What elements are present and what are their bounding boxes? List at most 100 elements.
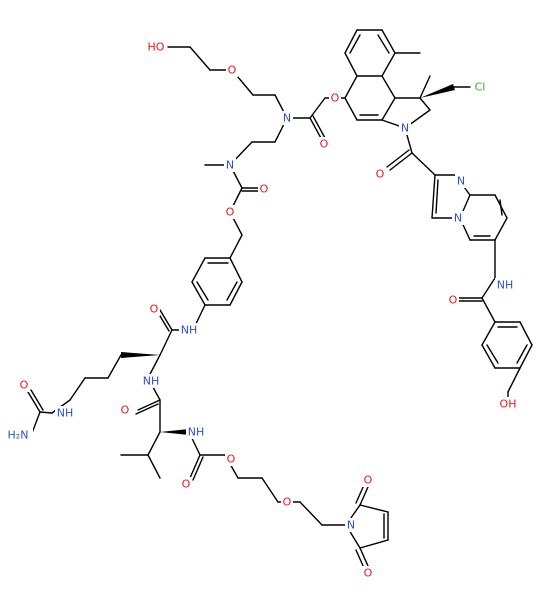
atom-label: N xyxy=(454,212,462,225)
atom-carbamate-oxygen-lower: O xyxy=(180,477,192,491)
bond xyxy=(386,149,410,168)
bond xyxy=(107,354,122,379)
bond xyxy=(192,456,204,481)
atom-benzyl-ether-oxygen: O xyxy=(224,205,236,219)
atom-urea-nh: NH xyxy=(55,406,75,420)
bond xyxy=(229,281,243,306)
wedge-bond xyxy=(420,84,455,98)
bond xyxy=(355,549,365,569)
atom-maleimide-oxygen-bottom: O xyxy=(362,566,374,580)
atom-carbonyl-oxygen-mid: O xyxy=(258,182,270,196)
bond xyxy=(431,174,436,219)
bond xyxy=(381,29,396,54)
bond xyxy=(159,329,173,356)
bond xyxy=(344,52,358,77)
atom-label: O xyxy=(376,168,385,181)
atom-indoline-carbonyl-oxygen: O xyxy=(374,167,386,181)
bond xyxy=(189,46,211,71)
atom-ether-oxygen-top: O xyxy=(226,63,238,77)
atom-label: N xyxy=(347,519,355,532)
atom-label: Cl xyxy=(475,81,486,94)
atom-label: O xyxy=(331,92,340,105)
atom-peg-ether-oxygen: O xyxy=(281,495,293,509)
bond xyxy=(39,411,53,414)
atom-valine-nh: NH xyxy=(186,425,206,439)
bond xyxy=(226,281,238,301)
bond xyxy=(191,281,206,306)
bond xyxy=(381,52,396,77)
bond xyxy=(261,477,279,503)
bond xyxy=(159,309,173,331)
bond xyxy=(191,257,206,283)
bond xyxy=(299,501,323,526)
atom-label-layer: HO O N O O N O O xyxy=(3,40,519,580)
bond xyxy=(312,115,326,139)
bond xyxy=(355,484,365,504)
bond xyxy=(359,504,389,513)
bond xyxy=(481,297,496,323)
atom-label: NH xyxy=(497,279,514,292)
bond xyxy=(309,97,326,119)
atom-aryl-ester-oxygen: O xyxy=(329,91,341,105)
atom-carbamate-ester-oxygen-lower: O xyxy=(225,452,237,466)
bond xyxy=(189,454,201,479)
bond xyxy=(229,234,243,259)
bond xyxy=(486,344,499,364)
bond xyxy=(27,391,41,413)
atom-label: O xyxy=(150,303,159,316)
atom-label: H₂N xyxy=(8,429,29,442)
bond xyxy=(494,217,508,241)
wedge-bond xyxy=(121,352,160,358)
atom-label: NH xyxy=(57,407,74,420)
bond xyxy=(381,75,396,99)
atom-label: O xyxy=(20,379,29,392)
bond xyxy=(137,399,161,411)
atom-urea-amine: H₂N xyxy=(3,428,33,442)
bond xyxy=(344,75,358,99)
atom-label: HO xyxy=(148,41,165,54)
atom-label: O xyxy=(283,496,292,509)
atom-anilide-nh: NH xyxy=(179,323,199,337)
atom-label: O xyxy=(449,294,458,307)
bond xyxy=(31,411,41,434)
bond xyxy=(481,344,496,369)
atom-label: NH xyxy=(188,426,205,439)
bond xyxy=(481,321,496,346)
atom-chlorine: Cl xyxy=(471,80,489,94)
atom-label: O xyxy=(228,64,237,77)
atom-label: NH xyxy=(181,324,198,337)
bond xyxy=(147,431,161,456)
atom-valine-carbonyl-oxygen: O xyxy=(119,403,131,417)
bond xyxy=(389,152,413,171)
atom-maleimide-oxygen-top: O xyxy=(362,473,374,487)
bond xyxy=(349,34,361,54)
atom-maleimide-nitrogen: N xyxy=(345,518,357,532)
atom-label: O xyxy=(182,478,191,491)
bond xyxy=(344,97,358,121)
bond xyxy=(344,29,358,54)
atom-label: NH xyxy=(143,375,160,388)
atom-urea-oxygen: O xyxy=(18,378,30,392)
atom-label: N xyxy=(226,159,234,172)
atom-indoline-nitrogen: N xyxy=(399,121,411,135)
bond xyxy=(69,377,86,401)
atom-benzamide-carbonyl-oxygen: O xyxy=(447,293,459,307)
atom-anilide-carbonyl-oxygen: O xyxy=(148,302,160,316)
atom-carbamate-nitrogen: N xyxy=(281,111,293,125)
atom-benzamide-nh: NH xyxy=(495,278,515,292)
bond xyxy=(507,367,521,393)
atom-label: O xyxy=(260,183,269,196)
atom-label: O xyxy=(364,567,373,580)
bond xyxy=(381,97,396,121)
atom-label: O xyxy=(320,138,329,151)
atom-methyl-nitrogen: N xyxy=(224,158,236,172)
atom-label: N xyxy=(401,122,409,135)
bond xyxy=(359,539,389,549)
atom-hydroxyl-top: HO xyxy=(145,40,167,54)
bond xyxy=(135,403,159,415)
bond xyxy=(196,281,209,301)
wedge-bond xyxy=(160,429,189,435)
bond xyxy=(519,321,533,346)
